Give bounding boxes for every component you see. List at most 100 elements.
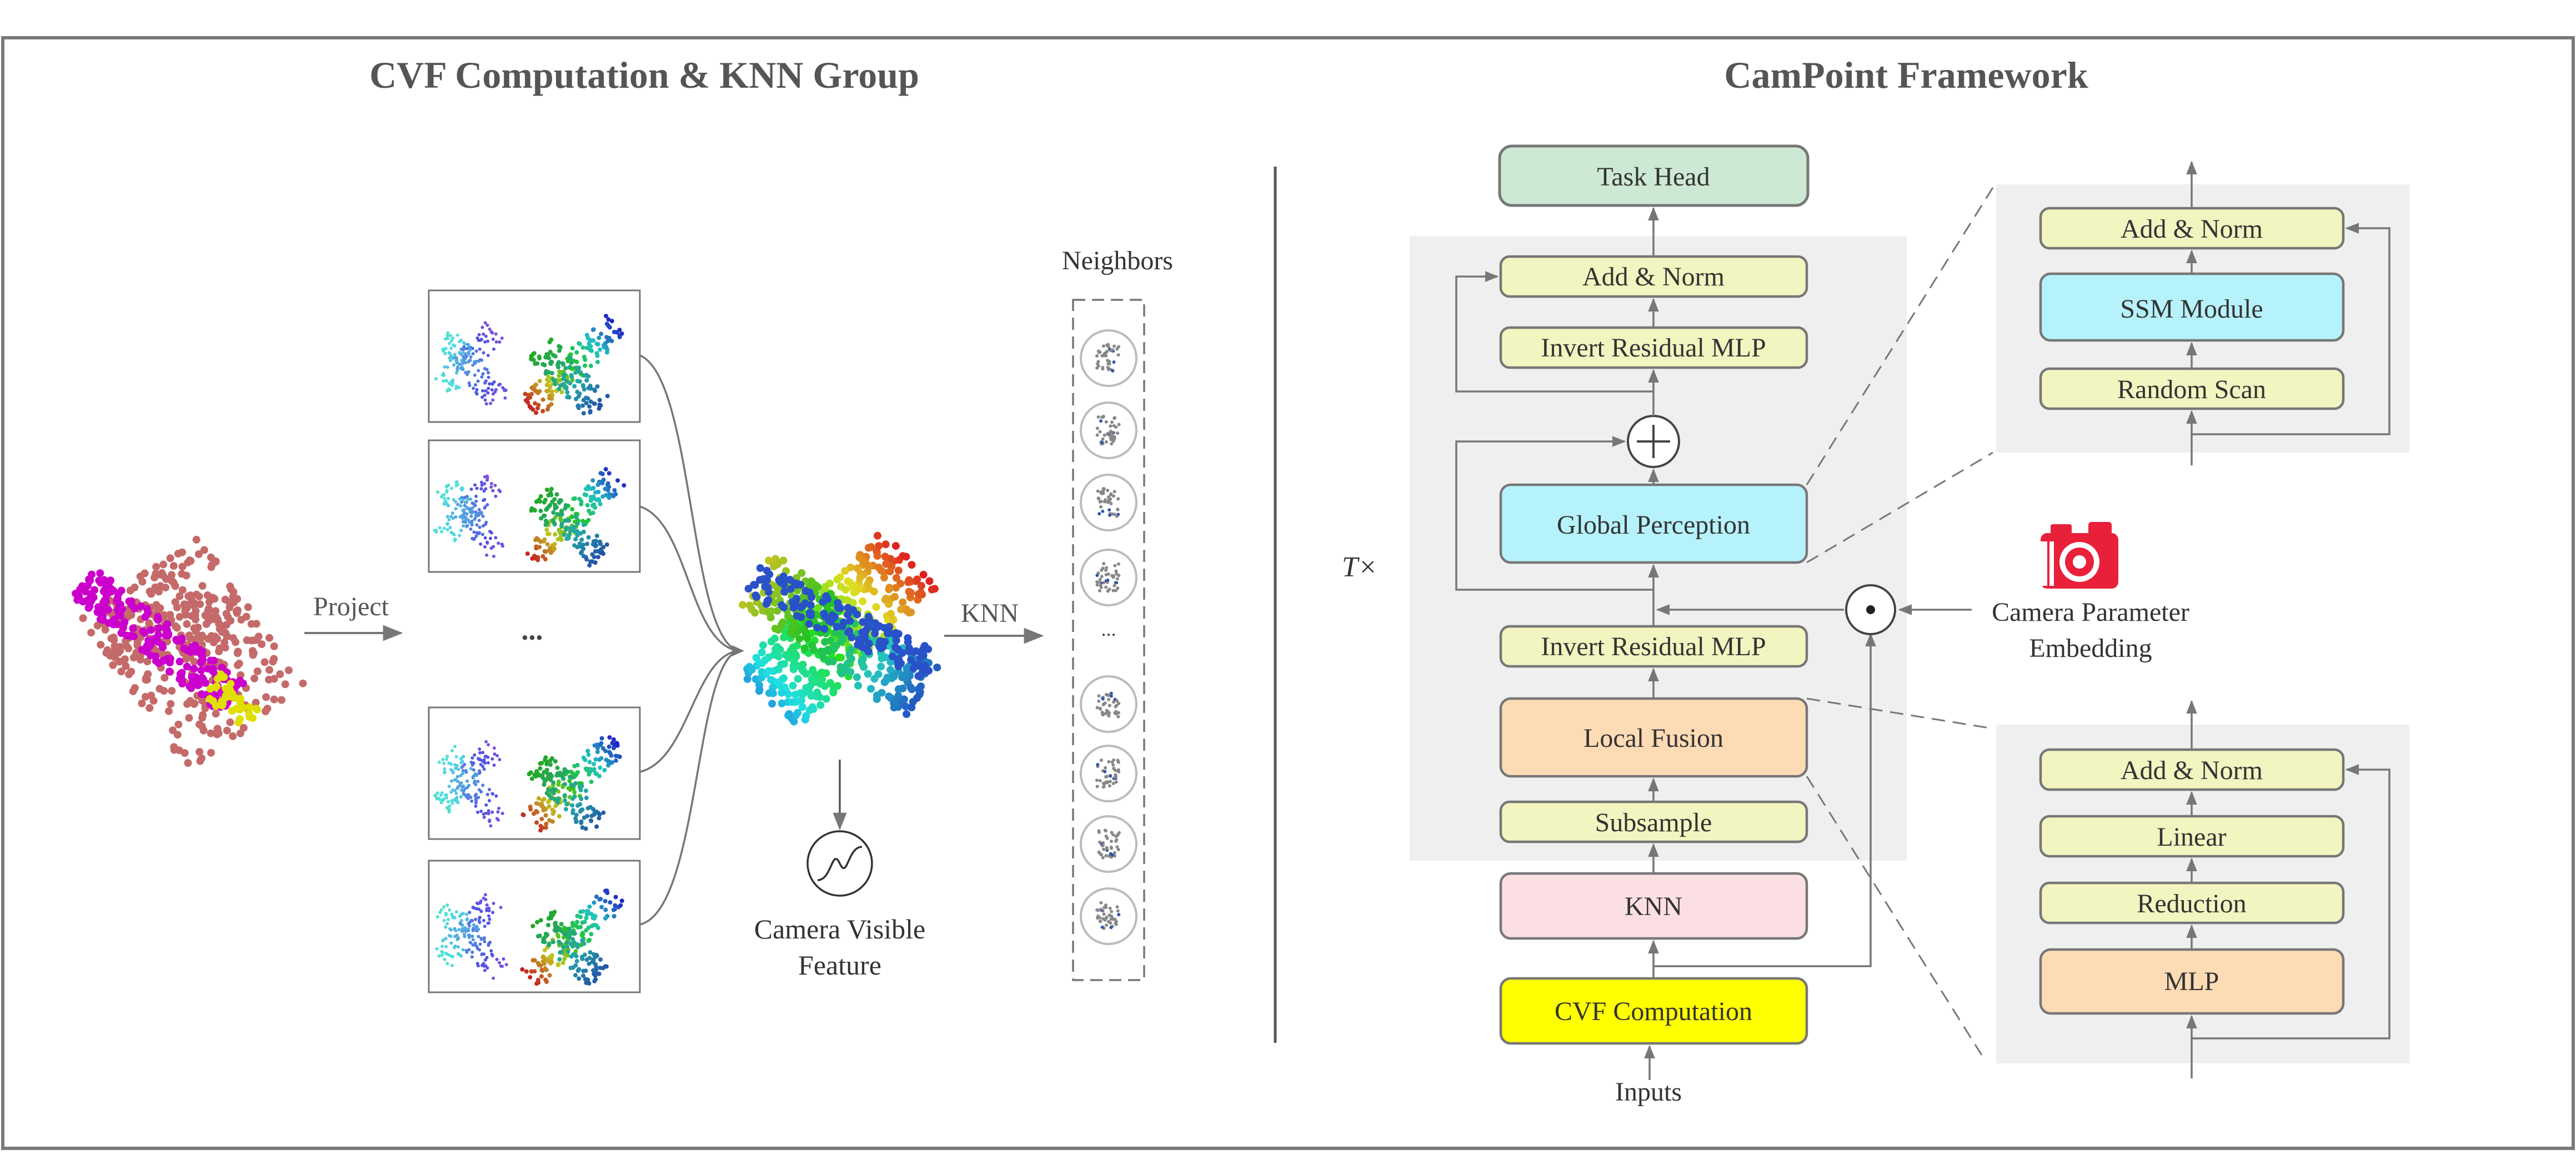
point xyxy=(540,798,545,803)
point xyxy=(588,805,593,810)
point xyxy=(533,382,538,387)
point xyxy=(1112,700,1115,704)
point xyxy=(770,562,779,570)
point xyxy=(443,351,447,355)
point xyxy=(475,388,479,391)
point xyxy=(786,585,795,593)
point xyxy=(548,772,553,777)
point xyxy=(1111,431,1115,435)
point xyxy=(593,771,598,776)
point xyxy=(478,942,482,946)
point xyxy=(584,493,589,498)
point xyxy=(479,899,483,903)
point xyxy=(818,669,826,677)
point xyxy=(795,635,804,643)
point xyxy=(459,757,463,761)
point xyxy=(540,959,545,964)
point xyxy=(825,616,833,625)
point xyxy=(1116,760,1120,764)
point xyxy=(769,689,777,697)
point xyxy=(562,793,567,798)
point xyxy=(477,359,481,363)
point xyxy=(183,620,191,628)
cvf-label-line1: Camera Visible xyxy=(754,913,926,945)
point xyxy=(488,799,491,802)
point xyxy=(99,587,108,596)
point xyxy=(489,824,493,828)
projection-view-1 xyxy=(428,289,641,423)
point xyxy=(544,821,549,826)
point xyxy=(581,398,586,403)
point xyxy=(127,667,136,676)
point xyxy=(474,804,478,808)
point xyxy=(1095,785,1099,789)
point xyxy=(1116,909,1120,913)
point xyxy=(588,410,593,415)
point xyxy=(589,779,594,784)
point xyxy=(607,335,612,340)
point xyxy=(587,760,592,765)
point xyxy=(846,617,854,625)
point xyxy=(440,953,444,957)
point xyxy=(533,774,538,779)
point xyxy=(880,574,888,582)
point xyxy=(465,917,469,921)
point xyxy=(538,509,543,514)
point xyxy=(477,771,481,775)
point xyxy=(885,584,894,592)
point xyxy=(482,332,485,336)
point xyxy=(858,643,866,651)
point xyxy=(87,629,96,637)
point xyxy=(756,564,764,572)
point xyxy=(453,353,457,356)
point xyxy=(573,772,578,777)
point xyxy=(601,478,606,482)
point xyxy=(180,600,188,609)
point xyxy=(455,366,459,370)
point xyxy=(459,351,463,355)
point xyxy=(1115,581,1119,585)
point xyxy=(470,955,474,959)
point xyxy=(244,603,252,611)
point xyxy=(573,514,578,519)
point xyxy=(448,351,452,355)
point xyxy=(464,515,468,519)
point xyxy=(536,980,541,985)
point xyxy=(878,654,886,662)
point xyxy=(534,801,539,806)
point xyxy=(186,556,194,565)
point xyxy=(1101,843,1105,847)
point xyxy=(612,329,617,334)
point xyxy=(438,911,442,915)
point xyxy=(472,530,476,534)
point xyxy=(449,334,453,338)
point xyxy=(919,570,928,579)
point xyxy=(536,934,541,938)
point xyxy=(453,763,457,767)
point xyxy=(487,371,490,375)
point xyxy=(800,625,809,633)
point xyxy=(877,662,885,671)
point xyxy=(865,544,873,552)
point xyxy=(921,661,929,670)
point xyxy=(579,538,584,543)
point xyxy=(547,973,552,978)
point xyxy=(886,568,894,575)
point xyxy=(1111,781,1115,785)
point xyxy=(460,930,464,933)
point xyxy=(482,524,485,528)
point xyxy=(598,501,603,506)
point xyxy=(917,582,925,590)
point xyxy=(481,765,485,769)
point xyxy=(442,349,445,353)
point xyxy=(1098,840,1101,844)
point xyxy=(1099,920,1102,923)
point xyxy=(1105,923,1108,927)
point xyxy=(592,401,597,406)
point xyxy=(441,757,445,761)
point xyxy=(84,596,92,604)
point xyxy=(820,610,828,618)
point xyxy=(1114,425,1118,429)
point xyxy=(465,524,469,528)
point xyxy=(583,363,588,368)
